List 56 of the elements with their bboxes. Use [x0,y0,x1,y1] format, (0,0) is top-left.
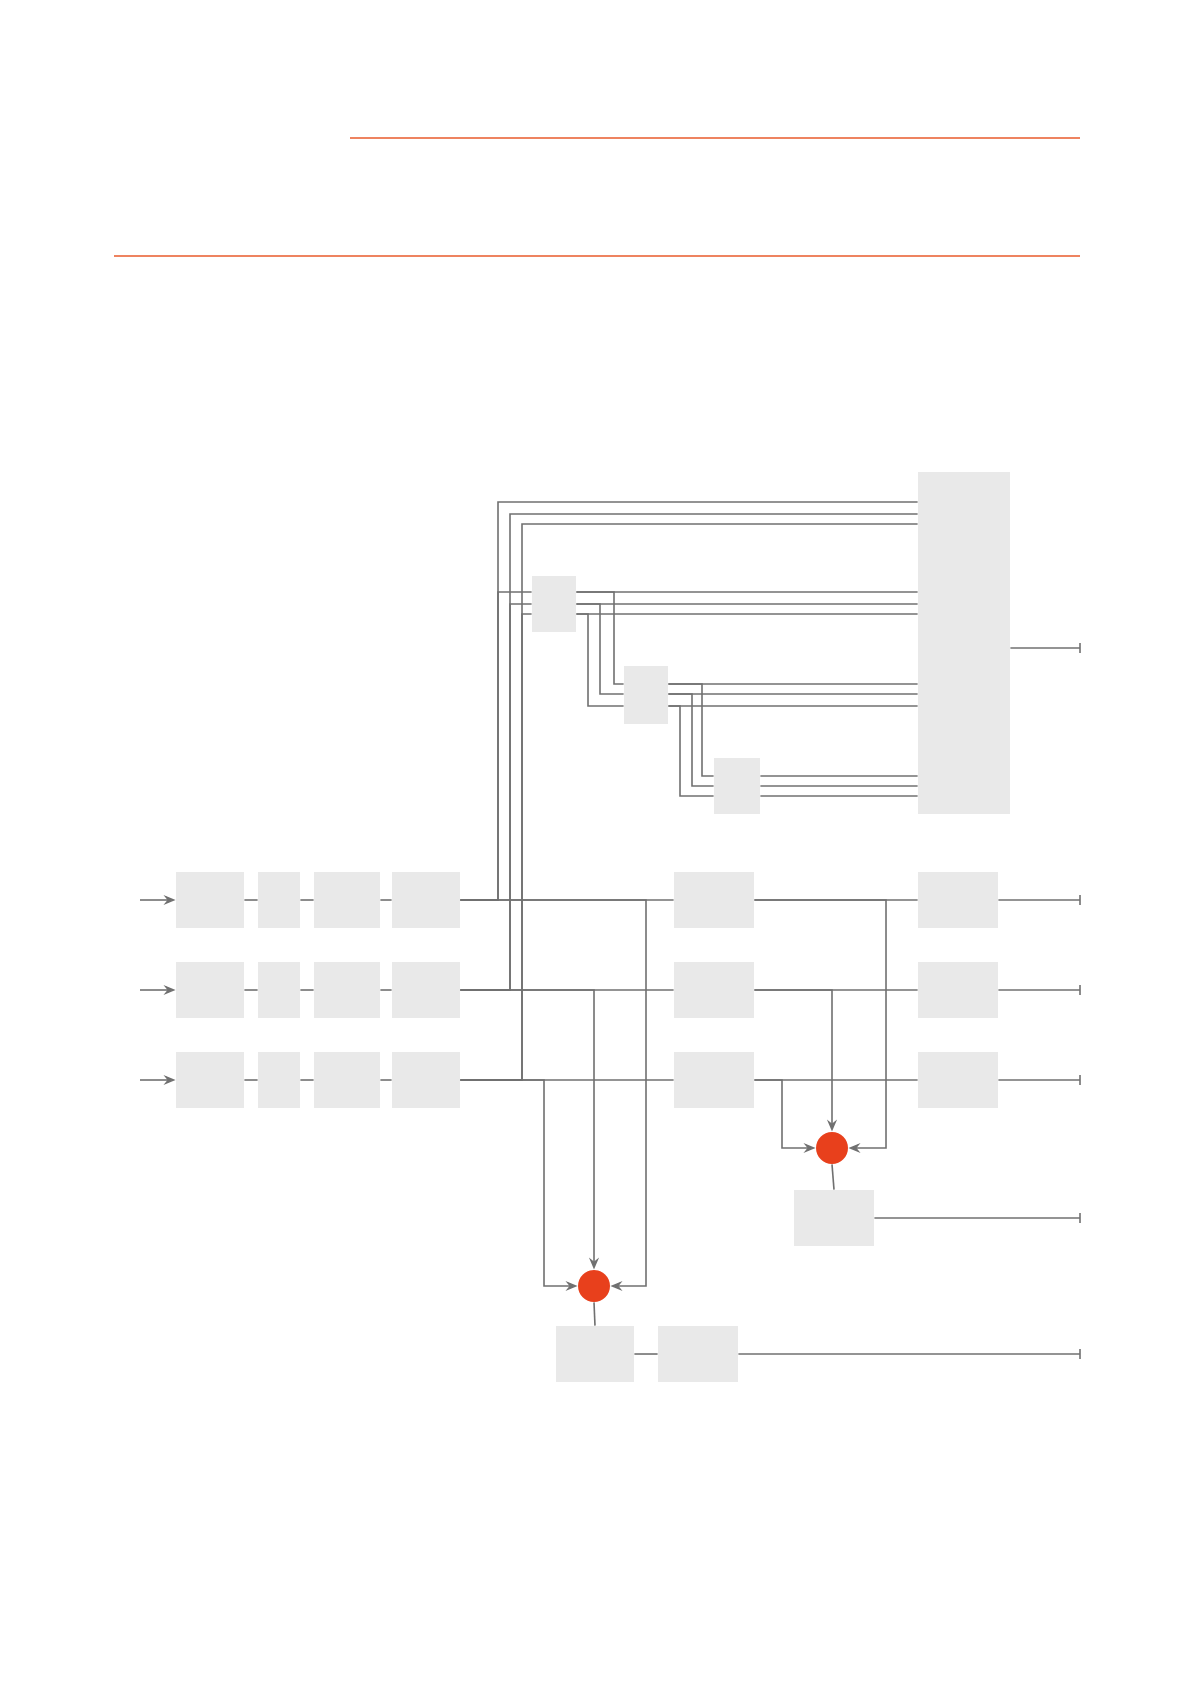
block-box [918,472,1010,814]
connector-line [575,591,625,685]
connector-line [759,775,919,777]
connector-line [575,603,625,695]
connector-line [831,1163,835,1191]
connector-line [737,1353,1081,1355]
connector-line [575,613,625,707]
connector-line [1009,647,1081,649]
block-box [176,1052,244,1108]
block-box [674,962,754,1018]
block-box [624,666,668,724]
block-box [674,1052,754,1108]
connector-line [667,705,715,797]
block-box [314,962,380,1018]
junction-dot [578,1270,610,1302]
block-box [532,576,576,632]
connector-line [379,989,393,991]
block-box [258,1052,300,1108]
block-box [918,872,998,928]
block-box [314,1052,380,1108]
block-box [658,1326,738,1382]
connector-line [633,1353,659,1355]
connector-line [243,989,259,991]
arrow [753,899,887,1154]
junction-dot [816,1132,848,1164]
block-box [556,1326,634,1382]
connector-line [299,1079,315,1081]
block-box [918,1052,998,1108]
connector-line [379,899,393,901]
connector-line [379,1079,393,1081]
connector-line [243,899,259,901]
block-box [918,962,998,1018]
block-box [392,962,460,1018]
block-box [392,1052,460,1108]
block-box [794,1190,874,1246]
block-box [674,872,754,928]
connector-line [593,1301,596,1327]
connector-line [243,1079,259,1081]
block-box [176,962,244,1018]
connector-line [299,989,315,991]
connector-line [759,795,919,797]
connector-line [759,785,919,787]
connector-line [873,1217,1081,1219]
connector-line [997,989,1081,991]
connector-line [667,693,715,787]
connector-line [299,899,315,901]
block-box [176,872,244,928]
block-box [258,872,300,928]
block-box [714,758,760,814]
block-box [258,962,300,1018]
connector-line [667,683,715,777]
arrow [459,899,647,1292]
block-box [314,872,380,928]
block-box [392,872,460,928]
connector-line [997,899,1081,901]
connector-line [997,1079,1081,1081]
